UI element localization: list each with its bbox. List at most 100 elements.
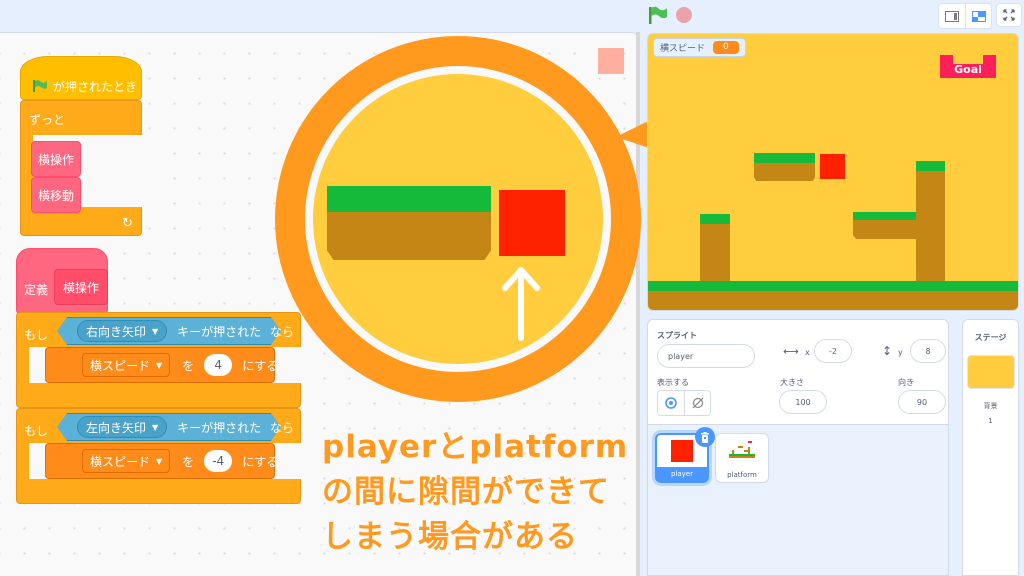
- zoomed-platform-dirt: [327, 212, 491, 260]
- visibility-toggle: [657, 390, 711, 416]
- eye-slash-icon: [692, 397, 703, 409]
- caret-down-icon: ▼: [156, 456, 163, 466]
- annotation-caption: playerとplatform の間に隙間ができて しまう場合がある: [322, 425, 628, 560]
- x-label: x: [805, 348, 810, 357]
- key-dropdown[interactable]: 右向き矢印 ▼: [77, 320, 168, 342]
- platform-floating: [754, 153, 815, 181]
- sprite-thumb-player[interactable]: player: [655, 427, 715, 483]
- eye-icon: [665, 397, 677, 409]
- value-input[interactable]: 4: [204, 354, 233, 376]
- platform-ledge: [853, 212, 917, 239]
- then-label: なら: [269, 421, 294, 435]
- if-label: もし: [24, 328, 49, 342]
- sprite-list: player platform: [647, 425, 949, 576]
- direction-input[interactable]: 90: [898, 390, 946, 414]
- define-prototype[interactable]: 横操作: [54, 269, 109, 305]
- backdrop-count: 1: [988, 417, 993, 425]
- call-block-horizontal-move[interactable]: 横移動: [31, 177, 81, 213]
- stop-icon[interactable]: [676, 7, 692, 23]
- call-block-horizontal-control[interactable]: 横操作: [31, 141, 81, 177]
- magnifier-callout: [275, 36, 641, 402]
- direction-label: 向き: [898, 378, 914, 387]
- suffix-label: にする: [242, 454, 279, 469]
- key-value: 左向き矢印: [86, 420, 147, 435]
- variable-dropdown[interactable]: 横スピード ▼: [82, 353, 171, 377]
- key-dropdown[interactable]: 左向き矢印 ▼: [77, 416, 168, 438]
- loop-arrow-icon: ↻: [122, 216, 133, 231]
- variable-monitor-value: 0: [713, 41, 739, 54]
- platform-ground: [648, 281, 1018, 310]
- fullscreen-icon: [1003, 9, 1015, 21]
- fullscreen-button[interactable]: [996, 3, 1022, 27]
- key-pressed-block[interactable]: 左向き矢印 ▼ キーが押された: [56, 413, 282, 441]
- caption-line: しまう場合がある: [322, 519, 578, 555]
- small-stage-icon: [945, 10, 959, 22]
- y-label: y: [898, 348, 903, 357]
- backdrop-label: 背景: [983, 402, 998, 410]
- stage-panel-title: ステージ: [974, 333, 1007, 342]
- when-flag-clicked-block[interactable]: が押されたとき: [20, 56, 142, 100]
- sprite-thumb-name: platform: [727, 471, 757, 479]
- stage-target-panel[interactable]: ステージ 背景 1: [962, 319, 1019, 576]
- normal-stage-icon: [971, 10, 986, 22]
- delete-sprite-button[interactable]: [695, 427, 715, 447]
- caret-down-icon: ▼: [156, 360, 163, 370]
- suffix-label: にする: [242, 358, 279, 373]
- size-input[interactable]: 100: [779, 390, 827, 414]
- sprite-name-input[interactable]: player: [657, 344, 755, 368]
- magnifier-lens: [313, 74, 603, 364]
- goal-sprite: Goal: [940, 55, 996, 78]
- goal-label: Goal: [954, 63, 982, 76]
- sprite-label: スプライト: [657, 331, 697, 340]
- up-arrow-icon: [502, 267, 540, 341]
- green-flag-icon: [33, 80, 47, 92]
- if-block-right[interactable]: もし 右向き矢印 ▼ キーが押された なら 横スピード ▼ を 4 にする: [16, 312, 301, 408]
- variable-name: 横スピード: [90, 358, 151, 373]
- then-label: なら: [269, 325, 294, 339]
- small-stage-button[interactable]: [939, 4, 965, 28]
- y-input[interactable]: 8: [910, 339, 946, 363]
- x-arrow-icon: ⟷: [783, 345, 799, 358]
- condition-label: キーが押された: [177, 420, 262, 435]
- green-flag-icon[interactable]: [648, 6, 668, 24]
- hide-button[interactable]: [684, 391, 710, 415]
- normal-stage-button[interactable]: [965, 4, 991, 28]
- sprite-thumb-name: player: [657, 467, 707, 481]
- set-variable-block[interactable]: 横スピード ▼ を -4 にする: [45, 443, 279, 479]
- player-thumbnail: [671, 440, 693, 462]
- key-pressed-block[interactable]: 右向き矢印 ▼ キーが押された: [56, 317, 282, 345]
- show-button[interactable]: [658, 391, 684, 415]
- key-value: 右向き矢印: [86, 324, 147, 339]
- y-arrow-icon: ↕: [882, 344, 893, 358]
- forever-label: ずっと: [29, 113, 66, 127]
- caption-line: playerとplatform: [322, 429, 629, 465]
- call-label: 横操作: [37, 152, 74, 167]
- variable-monitor[interactable]: 横スピード 0: [653, 38, 746, 57]
- stage-backdrop-thumbnail[interactable]: [966, 355, 1015, 389]
- value-input[interactable]: -4: [204, 450, 233, 472]
- variable-dropdown[interactable]: 横スピード ▼: [82, 449, 171, 473]
- x-input[interactable]: -2: [814, 339, 852, 363]
- stage-controls: [648, 6, 692, 24]
- caret-down-icon: ▼: [152, 422, 159, 432]
- code-area-scrollbar[interactable]: [636, 32, 640, 576]
- sprite-thumb-platform[interactable]: platform: [715, 433, 769, 483]
- if-block-left[interactable]: もし 左向き矢印 ▼ キーが押された なら 横スピード ▼ を -4 にする: [16, 408, 301, 504]
- size-label: 大きさ: [780, 378, 804, 387]
- player-sprite[interactable]: [820, 154, 845, 179]
- sprite-thumbnail-ghost: [598, 48, 624, 74]
- trash-icon: [701, 431, 709, 443]
- variable-name: 横スピード: [90, 454, 151, 469]
- variable-monitor-label: 横スピード: [660, 44, 706, 54]
- platform-thumbnail: [729, 441, 755, 458]
- set-variable-block[interactable]: 横スピード ▼ を 4 にする: [45, 347, 279, 383]
- platform-pillar-right: [916, 161, 945, 281]
- zoomed-player: [499, 190, 565, 256]
- define-block[interactable]: 定義 横操作: [16, 248, 109, 314]
- hat-label: が押されたとき: [53, 79, 138, 94]
- platform-pillar-left: [700, 214, 730, 282]
- show-label: 表示する: [657, 378, 689, 387]
- stage-canvas[interactable]: 横スピード 0 Goal: [647, 33, 1019, 311]
- to-label: を: [182, 358, 195, 373]
- call-label: 横移動: [37, 188, 74, 203]
